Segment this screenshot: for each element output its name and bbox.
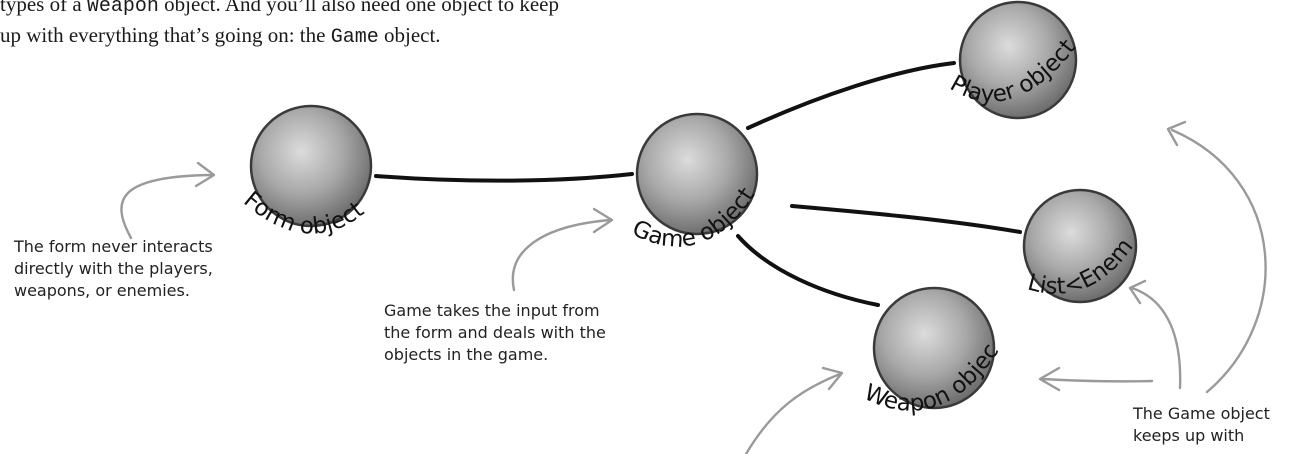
tracker-to-weapon-arrow [1040,377,1154,383]
game-note-arrowhead [592,207,614,234]
player-object-sphere [958,0,1078,120]
connector-game-weapon [736,234,880,307]
form-note-line-1: The form never interacts [14,237,213,256]
game-code-term: Game [330,26,379,49]
weapon-pointer-arrow [744,372,842,454]
game-note: Game takes the input from the form and d… [384,300,606,366]
enemy-list-sphere [1022,188,1138,304]
form-note-arrowhead [194,161,216,188]
game-object-sphere [635,112,759,236]
connector-game-player [746,61,956,130]
game-note-line-1: Game takes the input from [384,301,600,320]
form-note-line-2: directly with the players, [14,259,213,278]
tracker-note-line-2: keeps up with [1133,426,1245,445]
form-object-sphere [249,104,373,228]
weapon-code-term: Weapon [86,0,159,18]
weapon-pointer-arrowhead [821,366,844,391]
intro-line-1-pre: types of a [0,0,87,16]
intro-line-2-post: object. [378,23,441,47]
form-note: The form never interacts directly with t… [14,236,213,302]
connector-game-enemies [790,204,1022,234]
intro-line-2: up with everything that’s going on: the … [0,22,441,51]
connector-form-game [374,172,634,183]
intro-line-1: types of a Weapon object. And you’ll als… [0,0,559,20]
form-note-line-3: weapons, or enemies. [14,281,190,300]
tracker-to-weapon-arrowhead [1038,366,1061,392]
game-note-line-3: objects in the game. [384,345,549,364]
tracker-to-enemies-arrowhead [1128,279,1147,305]
tracker-to-enemies-arrow [1130,286,1182,390]
intro-line-2-pre: up with everything that’s going on: the [0,23,331,47]
intro-line-1-post: object. And you’ll also need one object … [158,0,559,16]
game-note-line-2: the form and deals with the [384,323,606,342]
form-note-arrow [120,173,214,240]
tracker-to-player-arrowhead [1166,120,1187,147]
weapon-object-sphere [872,286,996,410]
game-note-arrow [511,218,612,292]
tracker-note: The Game object keeps up with [1133,403,1270,447]
tracker-to-player-arrow [1170,128,1267,394]
tracker-note-line-1: The Game object [1133,404,1270,423]
